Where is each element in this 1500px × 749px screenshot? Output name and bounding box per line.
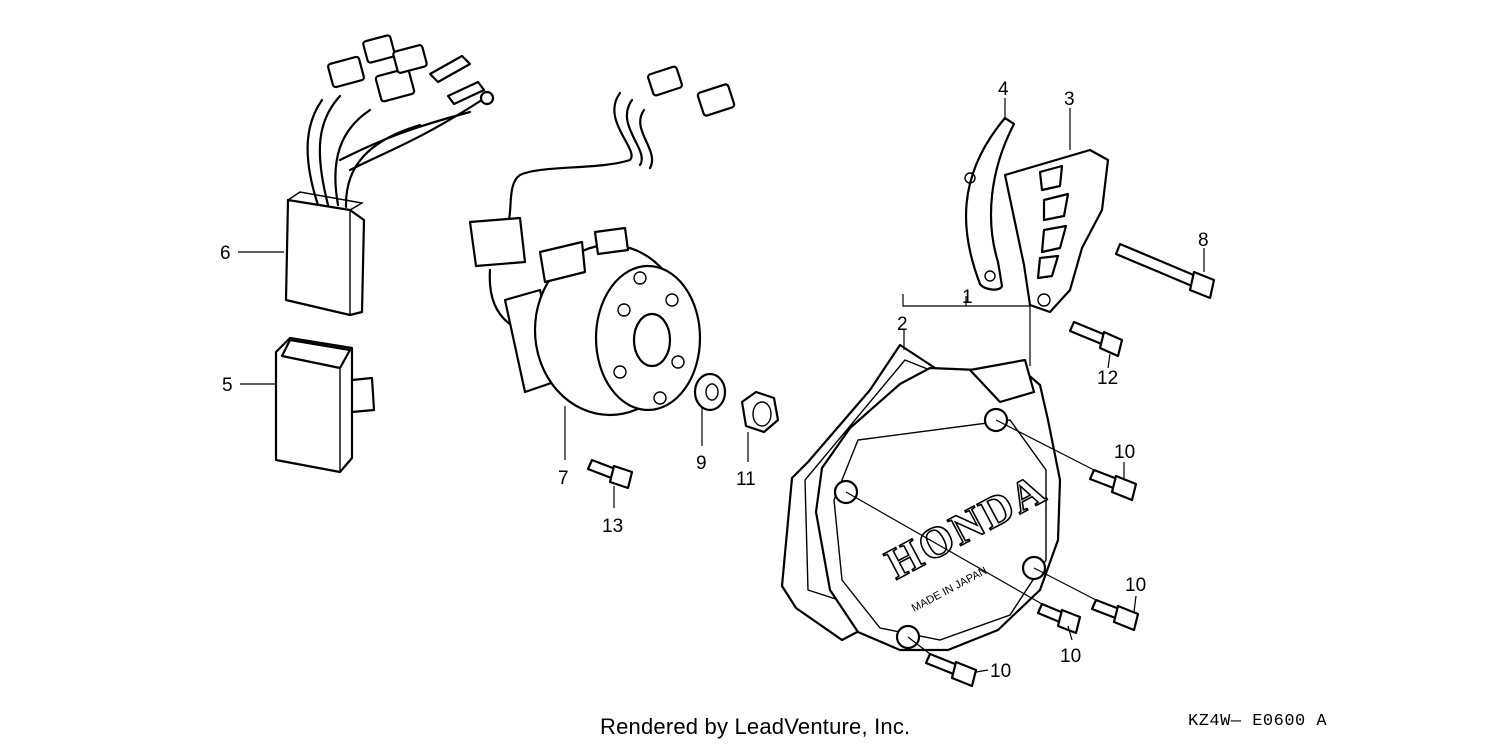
- callout-4: 4: [998, 79, 1009, 100]
- bolt-10-bottom: [924, 652, 978, 688]
- long-bolt-part: [1114, 242, 1216, 300]
- callout-11: 11: [736, 469, 756, 490]
- callout-12: 12: [1097, 368, 1118, 389]
- callout-1: 1: [962, 287, 973, 308]
- diagram-reference-code: KZ4W— E0600 A: [1188, 712, 1328, 731]
- callout-10-bottom: 10: [990, 661, 1011, 682]
- callout-3: 3: [1064, 89, 1075, 110]
- callout-7: 7: [558, 468, 569, 489]
- callout-10-upper: 10: [1114, 442, 1135, 463]
- callout-9: 9: [696, 453, 707, 474]
- callout-6: 6: [220, 243, 231, 264]
- plate-part: [964, 116, 1016, 291]
- callout-labels: 1 2 3 4 5 6 7 8 9 10 10 10 10 11 12 13: [220, 79, 1209, 682]
- callout-8: 8: [1198, 230, 1209, 251]
- generator-cover-part: HONDA MADE IN JAPAN: [814, 358, 1062, 652]
- callout-13: 13: [602, 516, 623, 537]
- leader-lines: [238, 98, 1205, 673]
- washer-part: [693, 372, 727, 412]
- callout-10-right: 10: [1125, 575, 1146, 596]
- callout-5: 5: [222, 375, 233, 396]
- callout-10-middle: 10: [1060, 646, 1081, 667]
- bolt-10-right: [1090, 598, 1140, 632]
- cdi-unit-part: [284, 34, 495, 317]
- rendered-by-credit: Rendered by LeadVenture, Inc.: [600, 714, 911, 739]
- bolt-10-upper: [1088, 468, 1138, 502]
- bolt-10-middle: [1036, 602, 1082, 635]
- stator-generator-part: [468, 65, 736, 417]
- callout-2: 2: [897, 314, 908, 335]
- bolt-13-part: [586, 458, 634, 490]
- guard-part: [1003, 148, 1110, 314]
- diagram-footer: Rendered by LeadVenture, Inc. KZ4W— E060…: [0, 712, 1500, 748]
- flange-nut-part: [740, 390, 780, 434]
- bolt-12-part: [1068, 320, 1124, 358]
- rubber-mount-part: [274, 336, 376, 474]
